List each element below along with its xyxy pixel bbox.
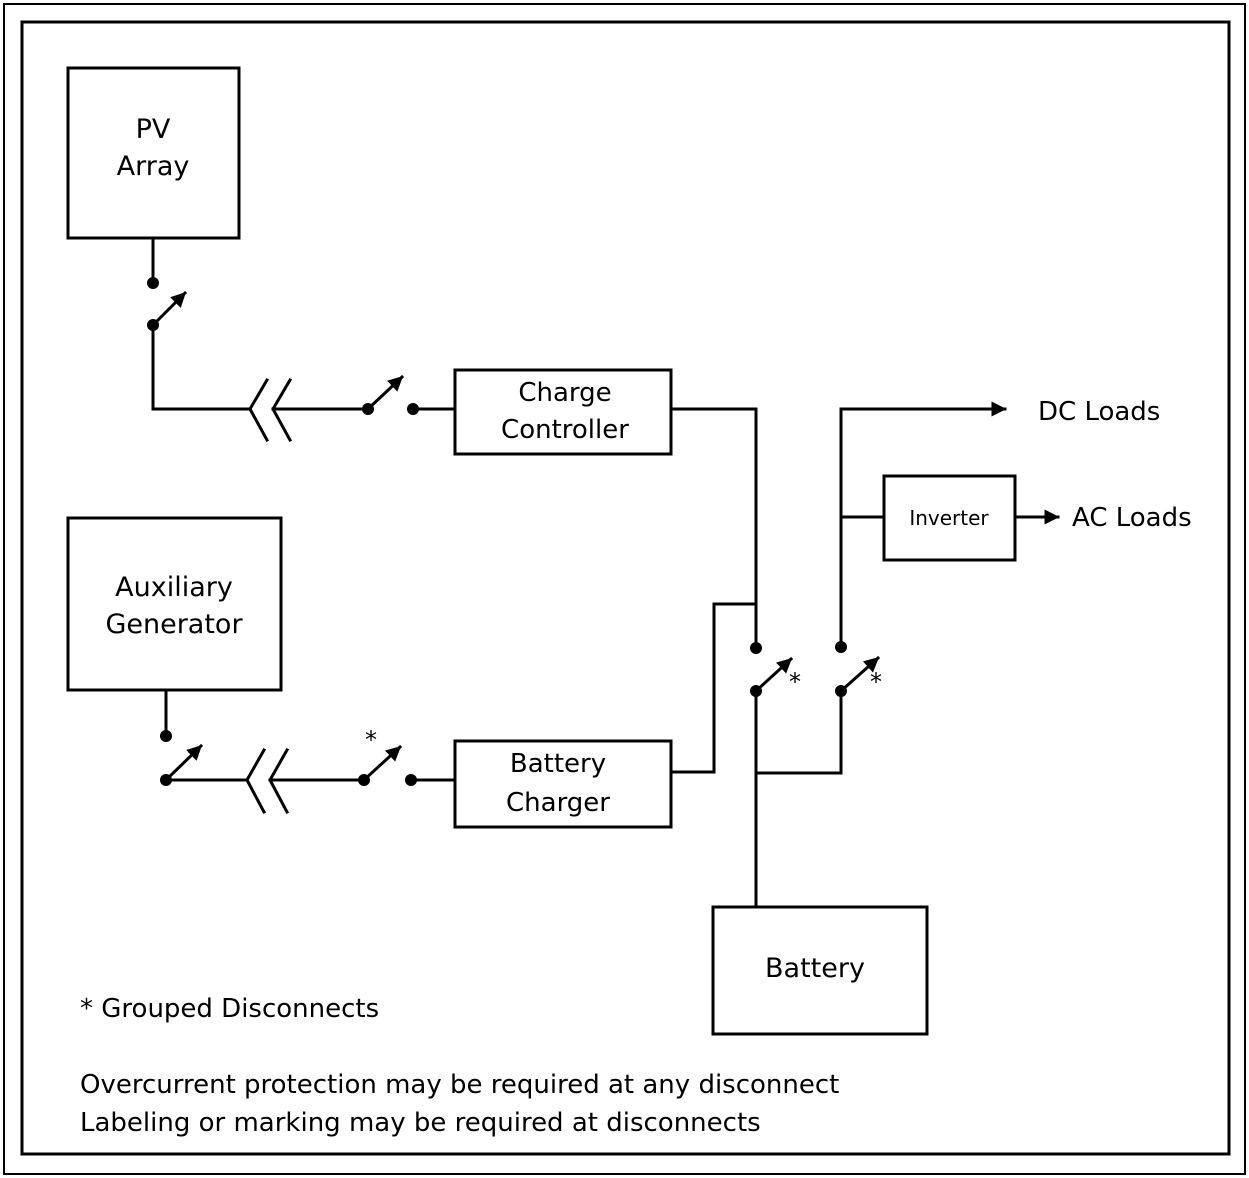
overcurrent-protection-note: Overcurrent protection may be required a… — [80, 1070, 839, 1100]
charge-controller-block: Charge Controller — [453, 368, 673, 456]
auxiliary-generator-label-line2: Generator — [105, 609, 243, 640]
battery-block: Battery — [711, 905, 929, 1036]
load-disconnect-switch: * — [835, 407, 882, 697]
charger-to-bus-wiring — [669, 602, 758, 774]
battery-charger-block: Battery Charger — [453, 739, 673, 829]
pv-array-label-line2: Array — [117, 151, 190, 182]
charge-controller-label-line2: Controller — [501, 415, 629, 445]
grouped-disconnect-marker-loads: * — [870, 668, 882, 696]
pv-to-controller-wiring — [151, 323, 457, 443]
labeling-note: Labeling or marking may be required at d… — [80, 1108, 761, 1138]
grouped-disconnect-marker-battery: * — [789, 668, 801, 696]
inverter-block: Inverter — [882, 474, 1017, 562]
battery-label: Battery — [765, 953, 865, 984]
controller-to-bus-wiring — [669, 407, 762, 654]
grouped-disconnect-marker-charger: * — [365, 726, 377, 754]
ac-loads-label: AC Loads — [1072, 503, 1192, 533]
grouped-disconnects-note: * Grouped Disconnects — [80, 994, 379, 1024]
charge-controller-label-line1: Charge — [518, 378, 611, 408]
pv-array-label-line1: PV — [136, 114, 171, 145]
inner-frame — [20, 20, 1231, 1156]
auxiliary-generator-block: Auxiliary Generator — [66, 516, 283, 692]
battery-charger-label-line2: Charger — [506, 788, 610, 818]
dc-loads-label: DC Loads — [1038, 397, 1160, 427]
generator-to-charger-wiring: * — [164, 726, 457, 815]
auxiliary-generator-label-line1: Auxiliary — [115, 572, 233, 603]
dc-loads-output: DC Loads — [839, 397, 1160, 427]
outer-frame — [3, 3, 1246, 1175]
battery-charger-label-line1: Battery — [510, 749, 606, 779]
pv-disconnect-switch — [147, 236, 188, 331]
battery-disconnect-switch: * — [750, 656, 843, 909]
pv-array-block: PV Array — [66, 66, 241, 240]
generator-disconnect-switch — [160, 688, 204, 786]
ac-loads-output: AC Loads — [1013, 503, 1192, 533]
inverter-label: Inverter — [909, 506, 989, 530]
